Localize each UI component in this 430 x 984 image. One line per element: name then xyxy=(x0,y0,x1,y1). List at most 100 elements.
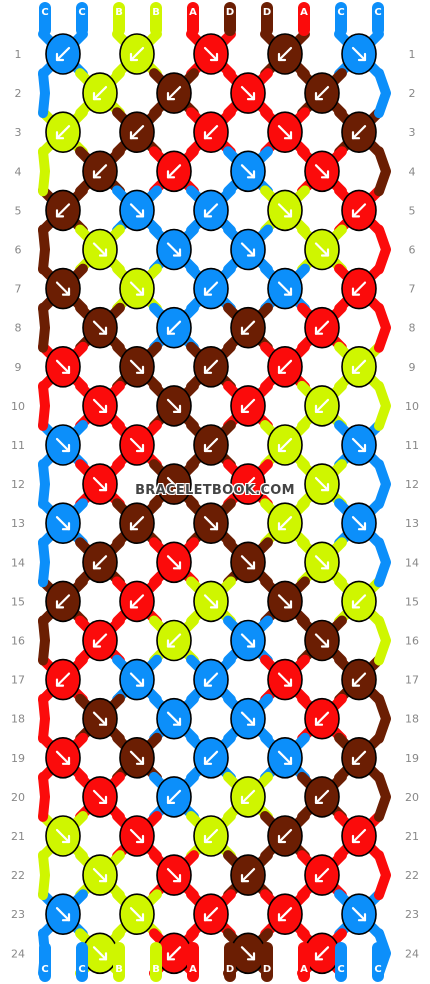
row-label-left: 9 xyxy=(15,361,22,374)
knot xyxy=(230,72,266,114)
knot-arrow-icon xyxy=(314,633,330,648)
knot-arrow-icon xyxy=(277,828,293,844)
knot-arrowhead-icon xyxy=(203,443,213,453)
knot xyxy=(304,854,340,896)
knot-arrowhead-icon xyxy=(277,522,287,531)
knot-arrow-icon xyxy=(55,750,71,765)
knot xyxy=(230,697,266,740)
knot-arrow-icon xyxy=(166,242,182,257)
knot xyxy=(267,815,303,857)
knot-arrow-icon xyxy=(314,711,330,726)
knot-arrow-icon xyxy=(166,320,182,335)
row-label-left: 5 xyxy=(15,204,22,217)
knot-arrowhead-icon xyxy=(172,561,182,570)
knot xyxy=(82,228,118,271)
knot-arrow-icon xyxy=(314,555,330,570)
knot xyxy=(267,267,303,310)
strand-bottom-label: D xyxy=(226,964,234,975)
strand-edge-left xyxy=(38,850,50,901)
knot xyxy=(267,424,303,466)
knot-arrowhead-icon xyxy=(172,248,182,257)
knot-arrowhead-icon xyxy=(55,209,65,218)
knot xyxy=(156,228,192,271)
knot-arrowhead-icon xyxy=(209,52,219,62)
knot xyxy=(45,736,81,779)
knot-arrowhead-icon xyxy=(61,522,71,531)
knot-arrowhead-icon xyxy=(129,600,139,609)
knot xyxy=(45,424,81,466)
row-label-right: 11 xyxy=(405,439,419,452)
row-label-left: 8 xyxy=(15,322,22,335)
knot-arrow-icon xyxy=(92,946,108,961)
knot-arrow-icon xyxy=(203,359,219,374)
knot-arrowhead-icon xyxy=(357,522,367,531)
knot xyxy=(156,776,192,818)
knot-arrow-icon xyxy=(129,907,145,922)
watermark-text: BRACELETBOOK.COM xyxy=(135,483,295,498)
knot-arrow-icon xyxy=(203,672,219,687)
knot-arrow-icon xyxy=(55,125,71,140)
knot xyxy=(267,345,303,388)
knot-arrow-icon xyxy=(92,789,108,805)
knot-arrow-icon xyxy=(351,594,367,609)
knot xyxy=(119,658,155,701)
knot-arrow-icon xyxy=(351,672,367,687)
knot-arrowhead-icon xyxy=(209,522,219,531)
strand-edge-right xyxy=(374,693,391,744)
knot-arrow-icon xyxy=(314,164,330,179)
knot xyxy=(193,736,229,779)
knot-arrowhead-icon xyxy=(172,873,182,883)
knot-arrowhead-icon xyxy=(135,365,145,374)
knot xyxy=(82,697,118,740)
knot-arrowhead-icon xyxy=(240,326,250,335)
row-label-right: 1 xyxy=(409,48,416,61)
knot-arrow-icon xyxy=(129,437,145,453)
knot-arrowhead-icon xyxy=(283,209,293,218)
row-label-right: 12 xyxy=(405,478,419,491)
knot-arrowhead-icon xyxy=(61,756,71,765)
knot xyxy=(341,189,377,232)
knot xyxy=(45,189,81,232)
knot-arrow-icon xyxy=(92,164,108,179)
row-label-right: 9 xyxy=(409,361,416,374)
knot xyxy=(267,893,303,936)
strand-bottom-label: B xyxy=(152,964,160,975)
strand-top-label: C xyxy=(337,7,344,18)
knot-arrow-icon xyxy=(92,867,108,883)
row-label-right: 19 xyxy=(405,752,419,765)
strand-edge-left xyxy=(38,771,50,822)
knot-arrow-icon xyxy=(203,281,219,296)
strand-edge-right xyxy=(374,146,391,197)
knot xyxy=(119,736,155,779)
knot xyxy=(267,502,303,545)
knot xyxy=(156,541,192,584)
knot xyxy=(82,776,118,818)
knot-arrowhead-icon xyxy=(135,678,145,687)
knot-arrowhead-icon xyxy=(246,952,256,961)
row-label-right: 5 xyxy=(409,204,416,217)
knot xyxy=(304,541,340,584)
knot-arrow-icon xyxy=(166,633,182,648)
knot-arrow-icon xyxy=(203,125,219,140)
row-label-right: 7 xyxy=(409,283,416,296)
knot-arrow-icon xyxy=(351,46,367,62)
knot-arrow-icon xyxy=(166,711,182,726)
row-label-left: 16 xyxy=(11,635,25,648)
strand-top-label: C xyxy=(41,7,48,18)
knot xyxy=(156,463,192,505)
knot-arrowhead-icon xyxy=(351,600,361,609)
knot-arrow-icon xyxy=(55,828,71,844)
knot-arrowhead-icon xyxy=(277,913,287,922)
knot-arrowhead-icon xyxy=(55,131,65,140)
knot xyxy=(45,893,81,936)
row-label-left: 12 xyxy=(11,478,25,491)
knot xyxy=(267,189,303,232)
knot xyxy=(82,932,118,975)
knot-arrow-icon xyxy=(55,672,71,687)
row-label-right: 10 xyxy=(405,400,419,413)
strand-edge-right xyxy=(374,771,391,822)
row-label-left: 24 xyxy=(11,947,25,960)
knot-arrow-icon xyxy=(351,125,367,140)
